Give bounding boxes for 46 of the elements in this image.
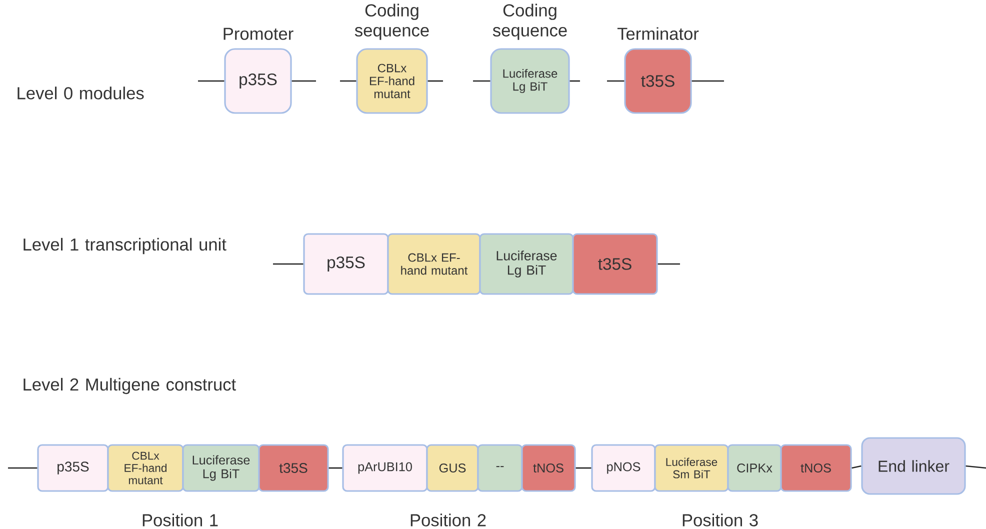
part-heading: Coding sequence [354,4,429,40]
dna-part-box: End linker [861,437,966,495]
position-label: Position 2 [410,514,486,526]
dna-part-box: Luciferase Sm BiT [654,444,729,492]
dna-part-box: CBLx EF-hand mutant [107,444,184,492]
dna-part-box: Luciferase Lg BiT [182,444,260,492]
position-label: Position 3 [682,514,758,526]
dna-part-box: CBLx EF-hand mutant [387,233,481,295]
dna-part-box: Luciferase Lg BiT [490,48,570,114]
dna-part-box: t35S [572,233,658,295]
dna-part-box: p35S [224,48,292,114]
dna-line [198,80,224,82]
dna-part-box: p35S [303,233,389,295]
dna-part-box: tNOS [780,444,852,492]
dna-part-box: -- [477,444,523,492]
dna-line [576,467,592,469]
dna-part-box: t35S [258,444,329,492]
row-label: Level 0 modules [18,86,144,100]
dna-line [8,467,38,469]
dna-part-box: GUS [426,444,479,492]
dna-line [428,80,443,82]
dna-part-box: t35S [624,48,692,114]
row-label: Level 2 Multigene construct [24,378,236,394]
dna-line [692,80,724,82]
part-heading: Terminator [617,27,699,40]
dna-line [292,80,316,82]
dna-part-box: Luciferase Lg BiT [479,233,574,295]
dna-part-box: pArUBI10 [342,444,428,492]
part-heading: Coding sequence [492,4,567,40]
dna-line [570,80,580,82]
dna-part-box: tNOS [521,444,576,492]
dna-part-box: p35S [37,444,109,492]
dna-line [966,465,986,469]
dna-line [328,467,342,469]
dna-line [658,263,680,265]
dna-line [340,80,356,82]
row-label: Level 1 transcriptional unit [24,238,226,254]
part-heading: Promoter [224,28,294,40]
dna-part-box: CBLx EF-hand mutant [356,48,428,114]
position-label: Position 1 [142,514,218,526]
dna-part-box: CIPKx [727,444,782,492]
dna-line [852,465,862,469]
dna-line [273,263,304,265]
dna-part-box: pNOS [591,444,656,492]
dna-line [607,80,624,82]
dna-line [473,80,490,82]
